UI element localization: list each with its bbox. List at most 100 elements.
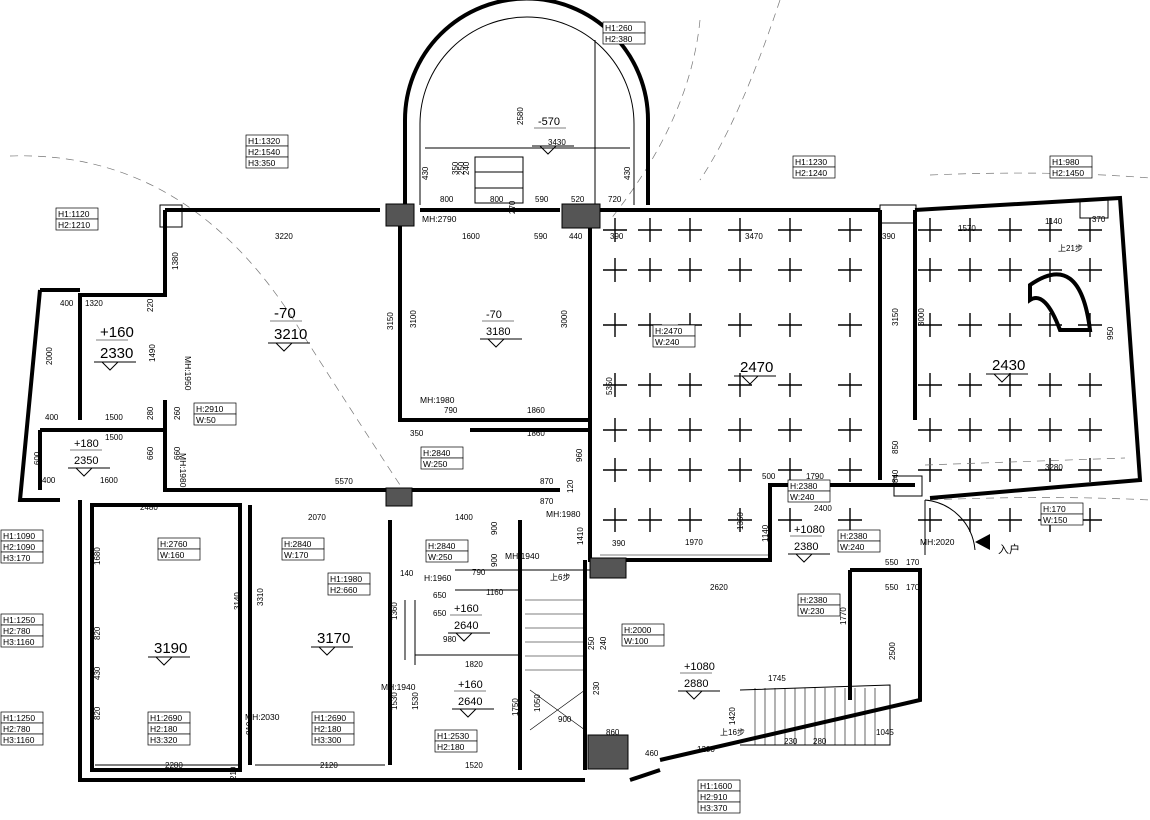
dimension-number: 210 — [229, 766, 238, 780]
walls — [17, 195, 1143, 782]
elevation-label: +1080 — [684, 661, 715, 673]
dimension-number: 810 — [245, 721, 254, 735]
dimension-number: 390 — [610, 232, 624, 241]
dimension-number: 2120 — [320, 761, 338, 770]
window-tag-line: H1:1980 — [330, 574, 362, 584]
mh-tag: MH:2020 — [920, 537, 955, 547]
dimension-number: 1360 — [390, 602, 399, 620]
dimension-number: 900 — [490, 521, 499, 535]
opening-tag-line: W:240 — [840, 542, 865, 552]
room-level-r8: 3170 — [311, 630, 353, 656]
dimension-number: 1860 — [527, 429, 545, 438]
opening-tag-line: H:2840 — [423, 448, 451, 458]
stair-note: 上6步 — [550, 573, 570, 582]
mh-tag: MH:1940 — [381, 682, 416, 692]
dimension-number: 3100 — [409, 310, 418, 328]
elevation-label: -70 — [486, 309, 502, 321]
opening-tag-line: H:2000 — [624, 625, 652, 635]
dimension-number: 440 — [569, 232, 583, 241]
room-level-r13: -570 — [532, 116, 574, 155]
opening-tag-line: W:240 — [655, 337, 680, 347]
dimension-number: 790 — [444, 406, 458, 415]
level-code: 2330 — [100, 345, 133, 362]
dimension-number: 1530 — [411, 692, 420, 710]
window-tag-line: H3:300 — [314, 735, 342, 745]
dimension-number: 1520 — [465, 761, 483, 770]
dimension-number: 280 — [146, 406, 155, 420]
window-tag-line: H1:1120 — [58, 209, 90, 219]
dimension-number: 900 — [558, 715, 572, 724]
dimension-number: 390 — [882, 232, 896, 241]
dimension-number: 1200 — [697, 745, 715, 754]
dimension-number: 170 — [906, 583, 920, 592]
opening-tag-line: W:230 — [800, 606, 825, 616]
dimension-number: 1970 — [685, 538, 703, 547]
dimension-number: 600 — [33, 451, 42, 465]
window-tag-line: H2:910 — [700, 792, 728, 802]
dimension-number: 280 — [813, 737, 827, 746]
elevation-label: +160 — [454, 603, 479, 615]
window-tag-line: H3:370 — [700, 803, 728, 813]
entry-marker: 入户 — [975, 534, 1020, 556]
dimension-number: 800 — [490, 195, 504, 204]
elevation-label: +160 — [458, 679, 483, 691]
opening-tag-line: H:2910 — [196, 404, 224, 414]
dimension-number: 820 — [93, 626, 102, 640]
dimension-number: 820 — [93, 706, 102, 720]
dimension-number: 1770 — [839, 607, 848, 625]
dimension-number: 3150 — [891, 308, 900, 326]
window-tag-line: H1:1250 — [3, 713, 35, 723]
opening-tag-line: H:2840 — [428, 541, 456, 551]
entry-door — [924, 499, 976, 555]
dimension-number: 1530 — [390, 692, 399, 710]
level-code: 3180 — [486, 326, 510, 338]
dimension-number: 5570 — [335, 477, 353, 486]
level-code: 2470 — [740, 359, 773, 376]
dimension-number: 250 — [587, 636, 596, 650]
window-tag-line: H2:1540 — [248, 147, 280, 157]
dimension-number: 5350 — [605, 377, 614, 395]
stair-note: 上21步 — [1058, 244, 1083, 253]
entry-label: 入户 — [998, 542, 1020, 556]
window-tag-line: H2:780 — [3, 724, 31, 734]
window-tag-line: H1:980 — [1052, 157, 1080, 167]
dimension-number: 960 — [575, 448, 584, 462]
dimension-number: 660 — [173, 446, 182, 460]
dimension-number: 1750 — [511, 698, 520, 716]
opening-tag-line: W:240 — [790, 492, 815, 502]
mh-tag: MH:2790 — [422, 214, 457, 224]
dimension-number: 500 — [762, 472, 776, 481]
guide-arcs — [9, 0, 1150, 501]
room-level-r5: 2470 — [734, 359, 776, 385]
dimension-number: 1820 — [465, 660, 483, 669]
room-level-r6: 2430 — [986, 357, 1028, 383]
room-level-r7: 3190 — [148, 640, 190, 666]
elevation-label: +1080 — [794, 524, 825, 536]
elevation-label: +160 — [100, 324, 134, 341]
dimension-number: 1500 — [105, 413, 123, 422]
window-tag-line: H2:1450 — [1052, 168, 1084, 178]
dimension-number: 870 — [540, 497, 554, 506]
window-tag-line: H1:1320 — [248, 136, 280, 146]
window-tag-line: H2:180 — [150, 724, 178, 734]
dimension-number: 370 — [1092, 215, 1106, 224]
dimension-number: 1490 — [148, 344, 157, 362]
dimension-number: 2620 — [710, 583, 728, 592]
dimension-number: 1140 — [1045, 217, 1063, 226]
dimension-number: 140 — [400, 569, 414, 578]
